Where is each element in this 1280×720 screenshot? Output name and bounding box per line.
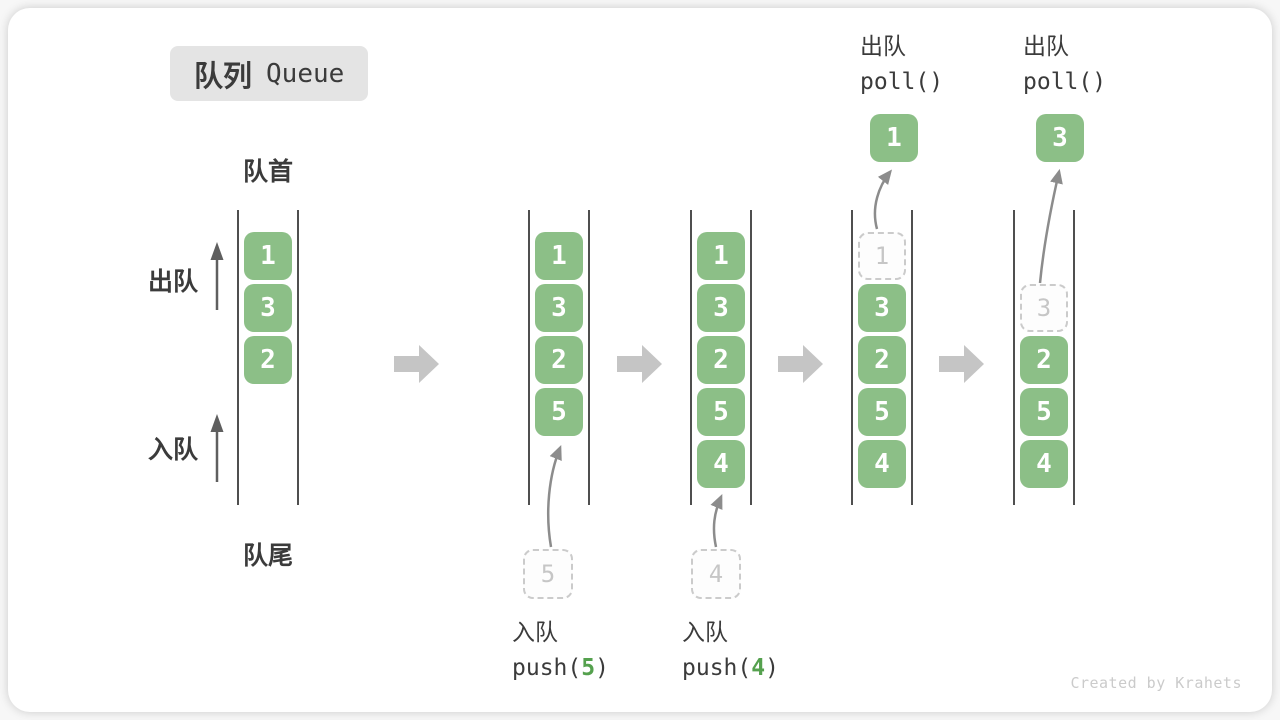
queue-item: 2 [858, 336, 906, 384]
queue-item: 1 [697, 232, 745, 280]
annotation-push-4: 入队 push(4) [682, 614, 779, 686]
annotation-action: 出队 [1023, 33, 1069, 59]
queue-item: 5 [1020, 388, 1068, 436]
queue-item: 5 [858, 388, 906, 436]
step-arrow-icon [778, 345, 823, 383]
queue-item-removed: 3 [1020, 284, 1068, 332]
queue-item: 1 [535, 232, 583, 280]
queue-item: 4 [697, 440, 745, 488]
annotation-code: poll() [1023, 69, 1107, 95]
annotation-poll-1: 出队 poll() [860, 28, 943, 100]
title-zh: 队列 [194, 60, 253, 93]
label-queue-rear: 队尾 [242, 542, 293, 570]
up-arrow-icon [210, 242, 224, 310]
queue-state-5: 3 2 5 4 [1013, 210, 1075, 505]
label-dequeue: 出队 [147, 268, 198, 296]
annotation-code: push(4) [682, 655, 779, 681]
queue-item: 2 [697, 336, 745, 384]
annotation-action: 出队 [860, 33, 906, 59]
queue-item: 5 [535, 388, 583, 436]
label-queue-front: 队首 [242, 158, 293, 186]
queue-item: 4 [1020, 440, 1068, 488]
queue-item: 2 [244, 336, 292, 384]
queue-item: 3 [535, 284, 583, 332]
annotation-action: 入队 [512, 619, 558, 645]
queue-item: 2 [1020, 336, 1068, 384]
annotation-action: 入队 [682, 619, 728, 645]
queue-item: 5 [697, 388, 745, 436]
step-arrow-icon [939, 345, 984, 383]
queue-item: 3 [244, 284, 292, 332]
annotation-push-5: 入队 push(5) [512, 614, 609, 686]
queue-item: 3 [858, 284, 906, 332]
annotation-poll-2: 出队 poll() [1023, 28, 1106, 100]
title-badge: 队列 Queue [170, 46, 369, 101]
queue-state-3: 1 3 2 5 4 [690, 210, 752, 505]
watermark: Created by Krahets [1070, 674, 1242, 692]
queue-state-2: 1 3 2 5 [528, 210, 590, 505]
step-arrow-icon [617, 345, 662, 383]
queue-state-4: 1 3 2 5 4 [851, 210, 913, 505]
queue-item: 2 [535, 336, 583, 384]
queue-item: 1 [244, 232, 292, 280]
annotation-code: push(5) [512, 655, 609, 681]
incoming-item: 5 [523, 549, 573, 599]
queue-item: 3 [697, 284, 745, 332]
up-arrow-icon [210, 414, 224, 482]
queue-item: 4 [858, 440, 906, 488]
title-en: Queue [266, 58, 345, 89]
step-arrow-icon [394, 345, 439, 383]
queue-item-removed: 1 [858, 232, 906, 280]
annotation-code: poll() [860, 69, 944, 95]
incoming-item: 4 [691, 549, 741, 599]
label-enqueue: 入队 [147, 436, 198, 464]
queue-state-1: 1 3 2 [237, 210, 299, 505]
outgoing-item: 3 [1036, 114, 1084, 162]
outgoing-item: 1 [870, 114, 918, 162]
